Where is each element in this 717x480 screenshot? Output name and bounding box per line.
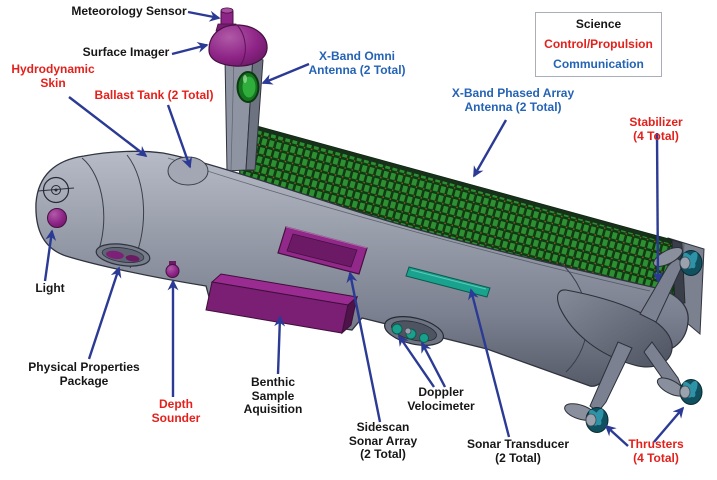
label-surface-imager: Surface Imager xyxy=(82,45,170,59)
label-doppler-velocimeter: Doppler Velocimeter xyxy=(407,385,475,413)
physical-properties-package-recess xyxy=(95,243,151,267)
label-physical-properties-package: Physical Properties Package xyxy=(28,360,140,388)
x-band-omni-antenna xyxy=(236,71,260,103)
surface-imager-dome xyxy=(208,24,268,67)
label-depth-sounder: Depth Sounder xyxy=(151,397,201,425)
legend-box: Science Control/Propulsion Communication xyxy=(535,12,662,77)
label-sidescan-sonar-array: Sidescan Sonar Array (2 Total) xyxy=(348,420,418,461)
label-x-band-phased-array-antenna: X-Band Phased Array Antenna (2 Total) xyxy=(451,86,575,114)
sidescan-sonar-panel xyxy=(277,226,368,275)
depth-sounder-knob xyxy=(165,261,180,278)
label-hydrodynamic-skin: Hydrodynamic Skin xyxy=(11,62,95,90)
hull xyxy=(35,150,689,387)
label-meteorology-sensor: Meteorology Sensor xyxy=(71,4,187,18)
legend-item-science: Science xyxy=(575,17,622,32)
label-sonar-transducer: Sonar Transducer (2 Total) xyxy=(466,437,570,465)
label-thrusters: Thrusters (4 Total) xyxy=(628,437,684,465)
label-benthic-sample-aquisition: Benthic Sample Aquisition xyxy=(243,375,303,416)
light-knob xyxy=(47,208,67,228)
label-ballast-tank: Ballast Tank (2 Total) xyxy=(94,88,214,102)
label-stabilizer: Stabilizer (4 Total) xyxy=(629,115,683,143)
legend-item-control: Control/Propulsion xyxy=(544,36,653,51)
label-light: Light xyxy=(35,281,65,295)
benthic-sampler-box xyxy=(205,273,359,335)
thruster-props xyxy=(585,250,703,433)
label-x-band-omni-antenna: X-Band Omni Antenna (2 Total) xyxy=(308,49,406,77)
callout-arrows xyxy=(43,10,685,447)
legend-item-communication: Communication xyxy=(553,56,644,71)
